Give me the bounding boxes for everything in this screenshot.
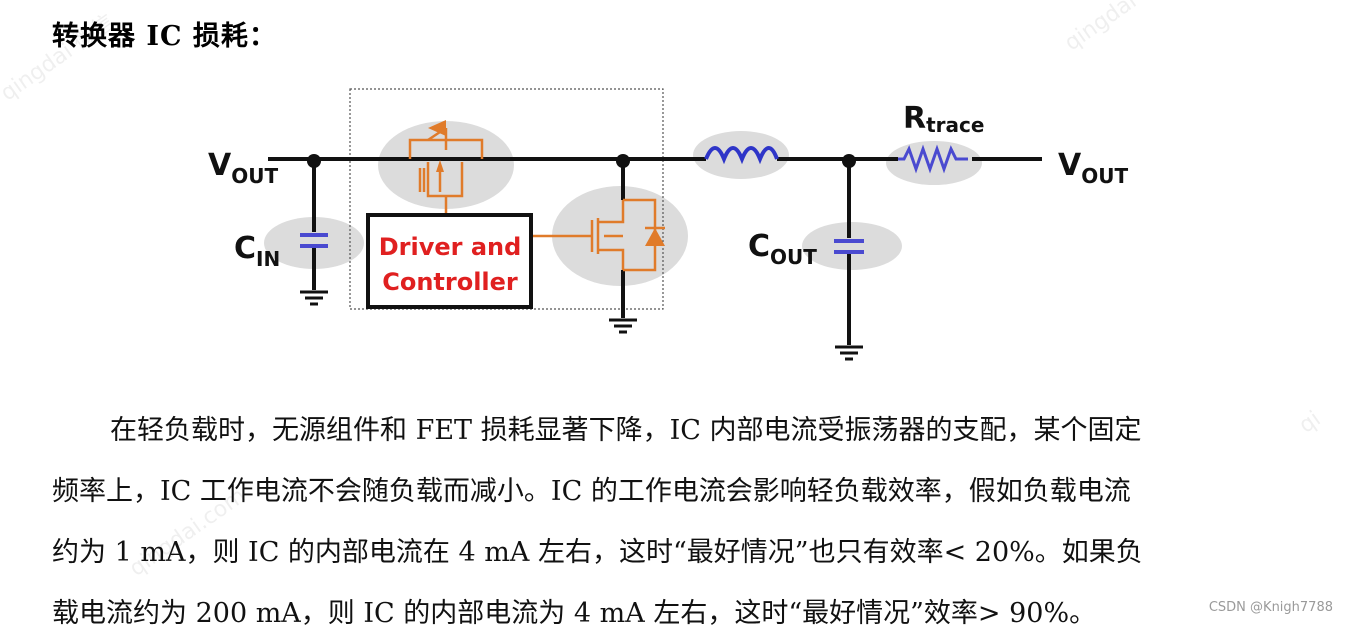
- vout-left-label: VOUT: [208, 148, 278, 188]
- highlight-cin: [264, 217, 364, 269]
- wires: [268, 157, 1042, 345]
- section-heading: 转换器 IC 损耗：: [52, 21, 277, 52]
- junction-dot: [842, 154, 856, 168]
- body-paragraph: 在轻负载时，无源组件和 FET 损耗显著下降，IC 内部电流受振荡器的支配，某个…: [52, 400, 1312, 644]
- rtrace-resistor: [898, 144, 968, 174]
- highlight-high-fet: [378, 121, 514, 209]
- junction-dot: [307, 154, 321, 168]
- paragraph-line: 载电流约为 200 mA，则 IC 的内部电流为 4 mA 左右，这时“最好情况…: [52, 598, 1097, 629]
- junction-dot: [616, 154, 630, 168]
- driver-label-line1: Driver and: [379, 233, 522, 261]
- high-fet-arrow: [436, 160, 444, 172]
- highlight-rtrace: [886, 141, 982, 185]
- converter-circuit-diagram: Driver and Controller VOUT CIN COUT Rtra…: [208, 88, 1128, 361]
- cin-capacitor: [300, 233, 328, 248]
- rtrace-label: Rtrace: [903, 101, 984, 137]
- driver-controller-box: [366, 213, 533, 309]
- high-fet-diode-arrow: [428, 120, 446, 136]
- paragraph-line: 频率上，IC 工作电流不会随负载而减小。IC 的工作电流会影响轻负载效率，假如负…: [52, 476, 1131, 507]
- ground-symbol: [835, 345, 863, 361]
- paragraph-line: 在轻负载时，无源组件和 FET 损耗显著下降，IC 内部电流受振荡器的支配，某个…: [110, 415, 1142, 446]
- paragraph-line: 约为 1 mA，则 IC 的内部电流在 4 mA 左右，这时“最好情况”也只有效…: [52, 537, 1143, 568]
- inductor-coil: [704, 146, 779, 165]
- low-fet-diode: [645, 228, 665, 246]
- ground-symbol: [609, 318, 637, 334]
- low-side-fet: [533, 198, 657, 272]
- ground-symbol: [300, 290, 328, 306]
- driver-label-line2: Controller: [382, 268, 518, 296]
- cout-label: COUT: [748, 229, 817, 269]
- vout-right-label: VOUT: [1058, 148, 1128, 188]
- highlight-cout: [802, 222, 902, 270]
- cin-label: CIN: [234, 231, 280, 271]
- source-credit: CSDN @Knigh7788: [1208, 600, 1333, 615]
- cout-capacitor: [834, 239, 864, 254]
